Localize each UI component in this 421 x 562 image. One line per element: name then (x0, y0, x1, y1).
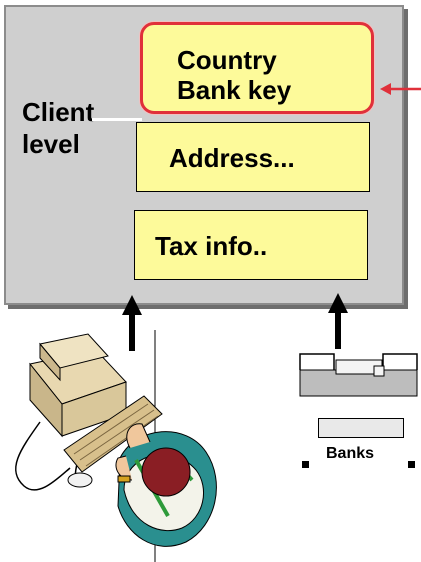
country-bank-key-box: Country Bank key (140, 22, 374, 114)
address-box: Address... (136, 122, 370, 192)
highlight-pointer-arrow (380, 83, 421, 95)
tax-info-box: Tax info.. (134, 210, 368, 280)
bank-marker-right (408, 461, 415, 468)
banks-label: Banks (326, 445, 375, 462)
bank-marker-left (302, 461, 309, 468)
user-at-computer-illustration (14, 330, 217, 562)
client-level-label: Client level (22, 97, 95, 159)
client-level-connector (92, 118, 142, 121)
user-to-panel-arrow (122, 295, 142, 351)
banks-to-panel-arrow (328, 293, 348, 349)
bank-card-slot (318, 418, 404, 438)
bank-terminal-icon (299, 353, 418, 397)
